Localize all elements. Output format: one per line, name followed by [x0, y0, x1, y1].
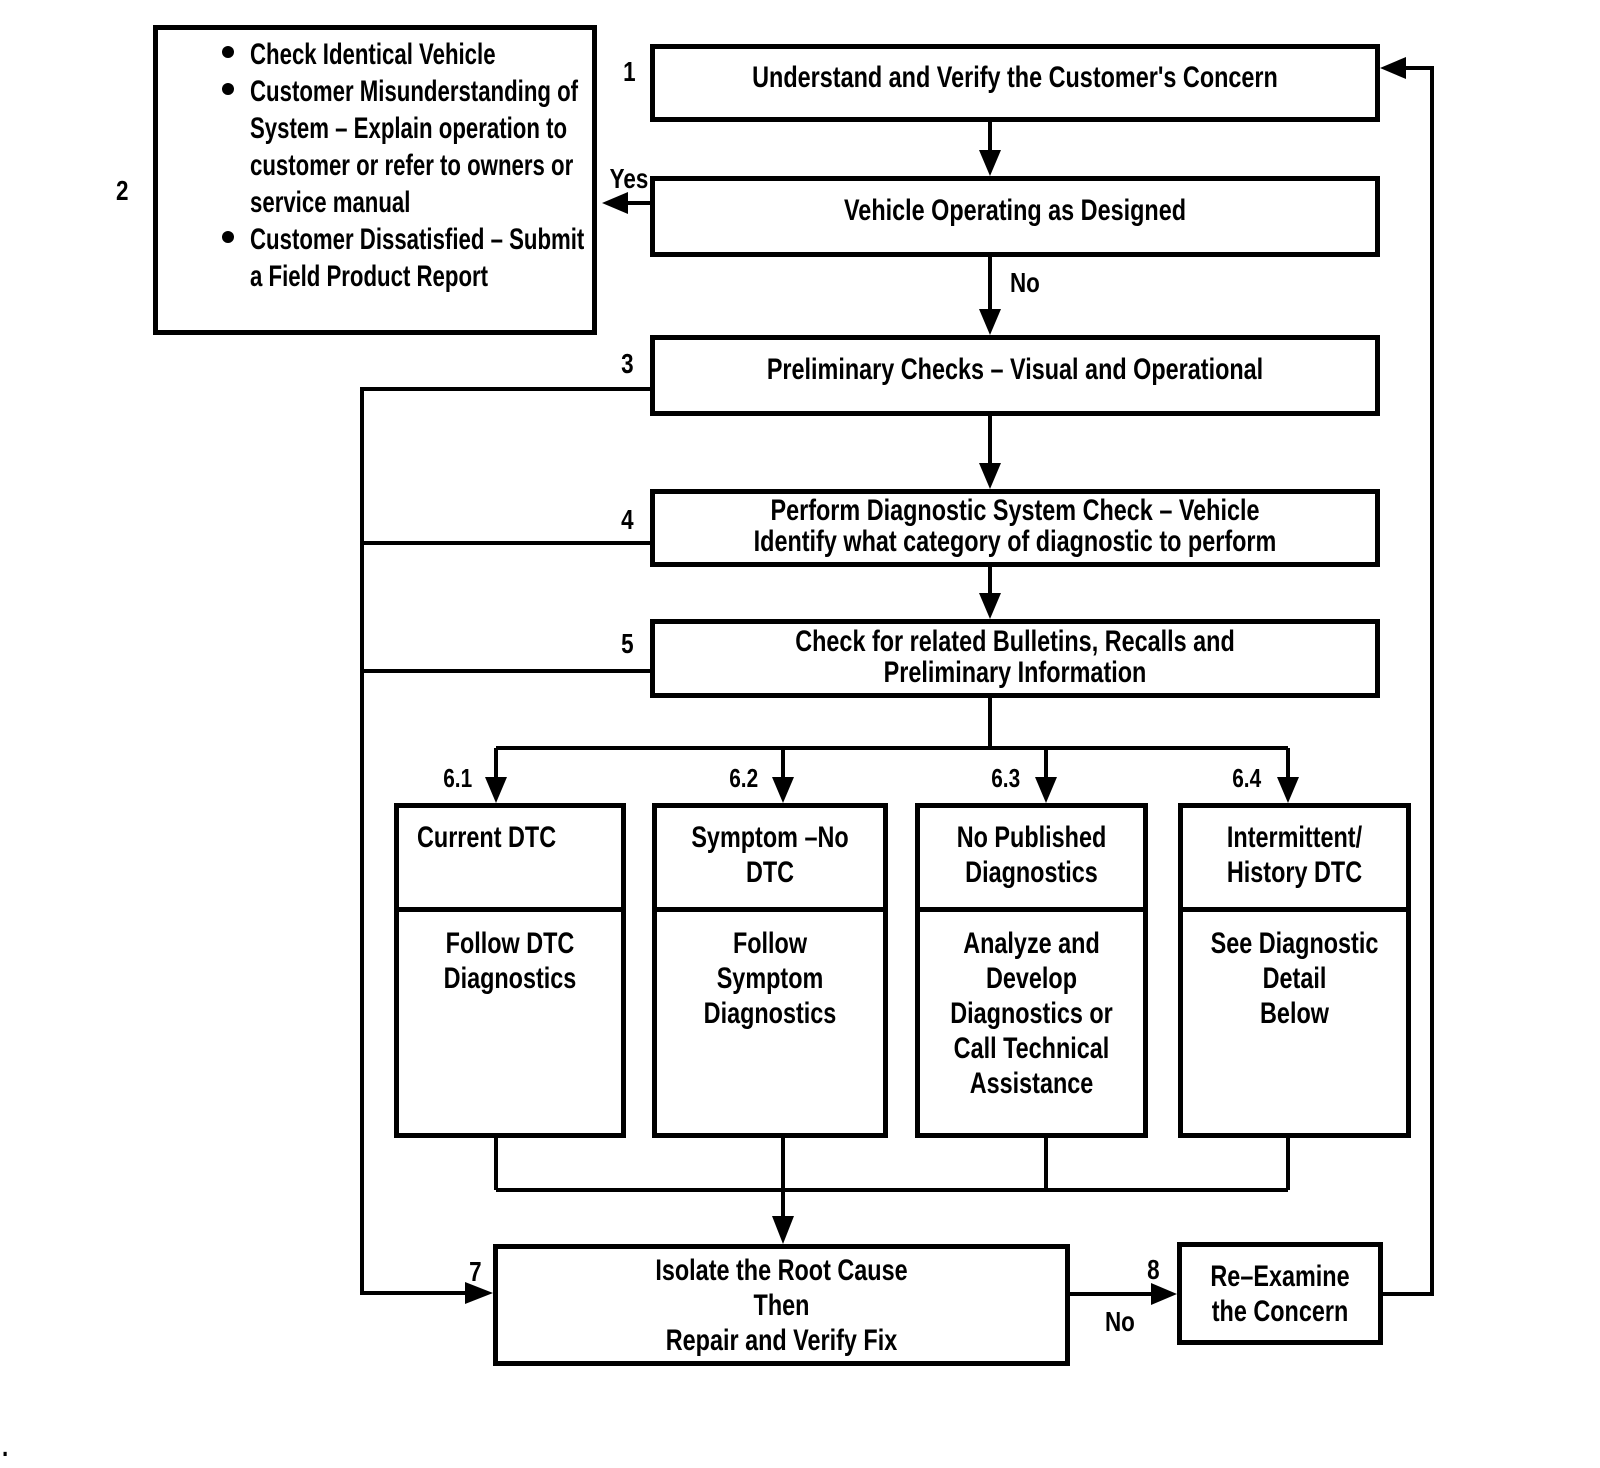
text-line: Intermittent/ — [1226, 821, 1363, 854]
step3-text: Preliminary Checks – Visual and Operatio… — [766, 353, 1264, 386]
branch-6-3-body: Analyze and Develop Diagnostics or Call … — [920, 912, 1143, 1101]
step3-box: Preliminary Checks – Visual and Operatio… — [650, 335, 1380, 416]
text-line: Check Identical Vehicle — [250, 38, 496, 71]
yes-branch-label: Yes — [609, 163, 648, 194]
branch-drop-lines — [494, 748, 1290, 779]
text-line: Customer Misunderstanding of — [250, 75, 579, 108]
text-line: Symptom — [716, 962, 824, 995]
text-line: the Concern — [1211, 1294, 1349, 1328]
step3-number: 3 — [621, 348, 634, 379]
branch-6-2-header: Symptom –No DTC — [657, 808, 883, 912]
text-line: a Field Product Report — [250, 260, 489, 293]
text-line: Below — [1260, 997, 1329, 1030]
list-item: Customer Misunderstanding of System – Ex… — [222, 73, 592, 221]
text-line: System – Explain operation to — [250, 112, 568, 145]
text-line: Current DTC — [417, 821, 557, 854]
text-line: No Published — [956, 821, 1107, 854]
text-line: Symptom –No — [691, 821, 849, 854]
step2-number: 2 — [116, 175, 129, 206]
step1-text: Understand and Verify the Customer's Con… — [752, 60, 1278, 94]
stray-period-mark: . — [2, 1431, 9, 1462]
text-line: Re–Examine — [1210, 1259, 1350, 1293]
decision-text: Vehicle Operating as Designed — [843, 194, 1187, 227]
left-rail-stubs — [362, 541, 650, 673]
no-label-step7-to-step8: No — [1105, 1306, 1135, 1337]
branch-6-2-number: 6.2 — [729, 763, 758, 793]
step1-number: 1 — [623, 56, 636, 87]
text-line: See Diagnostic — [1210, 927, 1379, 960]
text-line: Diagnostics or — [950, 997, 1113, 1030]
bullet-icon — [222, 83, 234, 95]
branch-6-3-box: No Published Diagnostics Analyze and Dev… — [915, 803, 1148, 1138]
text-line: Check for related Bulletins, Recalls and — [795, 624, 1235, 658]
text-line: Identify what category of diagnostic to … — [753, 525, 1277, 558]
text-line: service manual — [250, 186, 411, 219]
branch-6-4-box: Intermittent/ History DTC See Diagnostic… — [1178, 803, 1411, 1138]
text-line: Customer Dissatisfied – Submit — [250, 223, 585, 256]
branch-6-2-body: Follow Symptom Diagnostics — [657, 912, 883, 1031]
branch-6-1-number: 6.1 — [443, 763, 472, 793]
text-line: Assistance — [969, 1067, 1094, 1100]
text-line: Isolate the Root Cause — [655, 1253, 908, 1287]
notes-bullet-list: Check Identical Vehicle Customer Misunde… — [158, 30, 592, 295]
list-item: Check Identical Vehicle — [222, 36, 592, 73]
bullet-icon — [222, 46, 234, 58]
step5-number: 5 — [621, 628, 634, 659]
step2-notes-box: Check Identical Vehicle Customer Misunde… — [153, 25, 597, 335]
step4-number: 4 — [621, 504, 634, 535]
branch-6-3-number: 6.3 — [991, 763, 1020, 793]
text-line: Preliminary Information — [883, 655, 1147, 689]
branch-6-4-header: Intermittent/ History DTC — [1183, 808, 1406, 912]
step7-number: 7 — [469, 1256, 482, 1287]
text-line: Diagnostics — [703, 997, 837, 1030]
arrowheads — [465, 57, 1406, 1305]
branch-6-1-body: Follow DTC Diagnostics — [399, 912, 621, 996]
decision-vehicle-operating-box: Vehicle Operating as Designed — [650, 176, 1380, 257]
text-line: Analyze and — [963, 927, 1100, 960]
list-item: Customer Dissatisfied – Submit a Field P… — [222, 221, 592, 295]
text-line: History DTC — [1226, 856, 1363, 889]
text-line: Follow DTC — [445, 927, 575, 960]
text-line: Diagnostics — [443, 962, 577, 995]
bullet-icon — [222, 231, 234, 243]
branch-6-4-body: See Diagnostic Detail Below — [1183, 912, 1406, 1031]
text-line: Call Technical — [953, 1032, 1110, 1065]
branch-6-1-header: Current DTC — [399, 808, 621, 912]
text-line: Repair and Verify Fix — [665, 1323, 898, 1357]
branch-6-4-number: 6.4 — [1232, 763, 1261, 793]
step8-box: Re–Examine the Concern — [1177, 1242, 1383, 1345]
text-line: Follow — [732, 927, 808, 960]
text-line: Perform Diagnostic System Check – Vehicl… — [770, 494, 1260, 527]
left-rail-to-step7 — [360, 387, 650, 1295]
step4-box: Perform Diagnostic System Check – Vehicl… — [650, 489, 1380, 567]
text-line: Develop — [985, 962, 1078, 995]
feedback-rail-step8-to-step1 — [1383, 66, 1434, 1296]
text-line: customer or refer to owners or — [250, 149, 574, 182]
branch-collector-stubs — [494, 1138, 1290, 1190]
no-branch-label: No — [1010, 267, 1040, 298]
step1-box: Understand and Verify the Customer's Con… — [650, 44, 1380, 122]
branch-6-3-header: No Published Diagnostics — [920, 808, 1143, 912]
step5-box: Check for related Bulletins, Recalls and… — [650, 619, 1380, 698]
text-line: Diagnostics — [965, 856, 1098, 889]
step8-number: 8 — [1147, 1254, 1160, 1285]
text-line: Then — [753, 1288, 810, 1322]
branch-6-2-box: Symptom –No DTC Follow Symptom Diagnosti… — [652, 803, 888, 1138]
text-line: DTC — [745, 856, 795, 889]
step7-box: Isolate the Root Cause Then Repair and V… — [493, 1244, 1070, 1366]
branch-6-1-box: Current DTC Follow DTC Diagnostics — [394, 803, 626, 1138]
text-line: Detail — [1262, 962, 1327, 995]
